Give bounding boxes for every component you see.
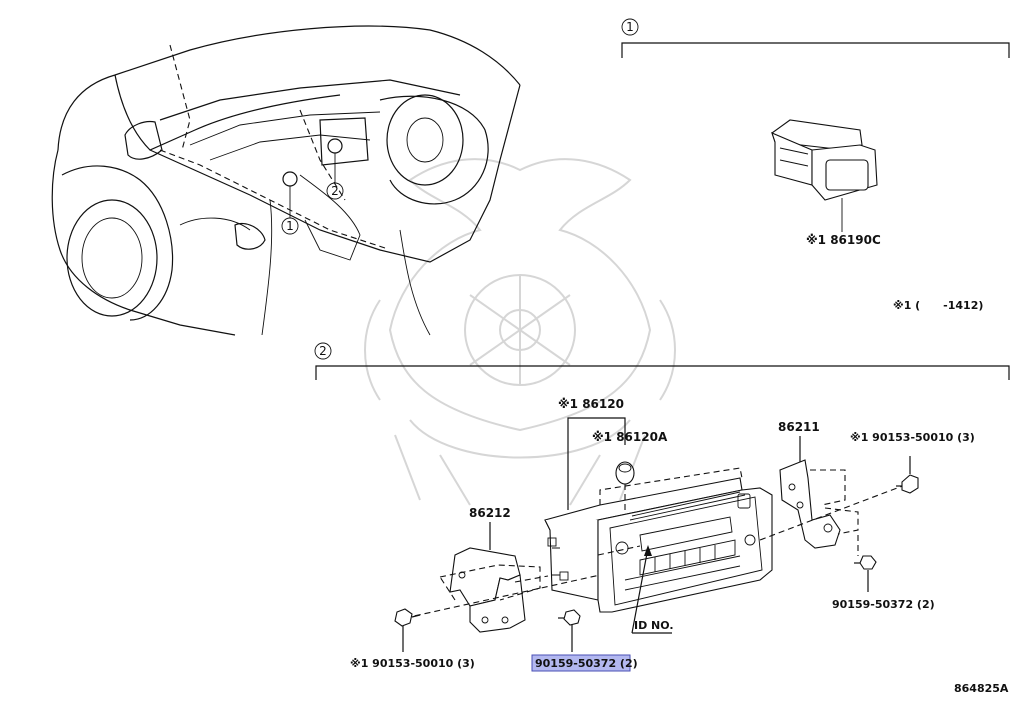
part-label-screw-right[interactable]: 90159-50372 (2) — [832, 598, 935, 611]
radio-leader — [567, 417, 626, 510]
part-label-86120A[interactable]: ※1 86120A — [592, 430, 668, 444]
screw-right[interactable] — [854, 535, 877, 592]
diagram-code: 864825A — [954, 682, 1009, 695]
section-1-header: 1 — [621, 18, 1010, 58]
radio-cover-86120A[interactable] — [615, 461, 635, 510]
bracket-left-86212[interactable] — [449, 522, 526, 633]
samurai-watermark-icon — [364, 158, 676, 506]
section-1-number: 1 — [626, 20, 634, 34]
bracket-left-guide — [439, 564, 549, 601]
callout-1-marker: 1 — [281, 217, 299, 235]
fastener-axis — [404, 484, 906, 619]
applicability-note: ※1 ( -1412) — [893, 299, 983, 312]
part-label-86212[interactable]: 86212 — [469, 506, 511, 520]
bolt-upper-right[interactable] — [896, 456, 919, 494]
part-label-screw-left[interactable]: 90159-50372 (2) — [535, 657, 638, 670]
section-2-header: 2 — [314, 342, 1010, 380]
callout-1-label: 1 — [286, 219, 294, 233]
id-no-arrow-icon — [644, 545, 652, 556]
id-no-leader — [631, 547, 672, 634]
radio-mount-line — [597, 545, 641, 556]
part-label-bolt-lower-left[interactable]: ※1 90153-50010 (3) — [350, 657, 475, 670]
part-label-86120[interactable]: ※1 86120 — [558, 397, 624, 411]
bracket-right-guide — [810, 469, 859, 535]
vehicle-interior-illustration — [51, 25, 521, 336]
radio-hidden-edge — [599, 467, 743, 505]
highlight-box-screw-left — [531, 654, 631, 672]
part-label-bolt-upper-right[interactable]: ※1 90153-50010 (3) — [850, 431, 975, 444]
section-2-number: 2 — [319, 344, 327, 358]
bolt-lower-left[interactable] — [394, 608, 421, 652]
part-label-86190C[interactable]: ※1 86190C — [806, 233, 881, 247]
part-label-86211[interactable]: 86211 — [778, 420, 820, 434]
callout-2-label: 2 — [331, 184, 339, 198]
radio-assembly-86120[interactable] — [544, 477, 773, 613]
switch-part-86190C[interactable] — [771, 119, 878, 232]
screw-left[interactable] — [558, 609, 581, 652]
callout-2-marker: 2 — [326, 182, 344, 200]
bracket-right-86211[interactable] — [779, 436, 841, 549]
id-no-label: ID NO. — [634, 619, 674, 632]
